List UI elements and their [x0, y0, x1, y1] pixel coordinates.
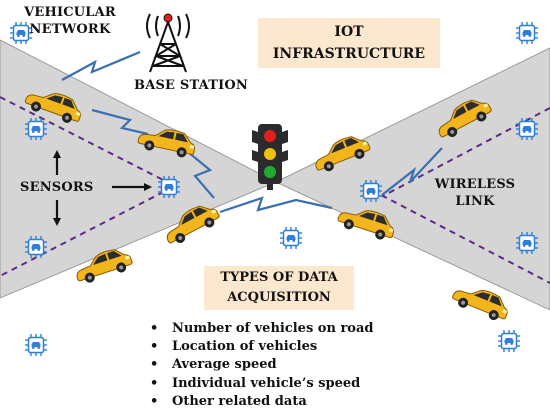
wireless-link-label: WIRELESS LINK [420, 176, 530, 210]
list-item: • Number of vehicles on road [150, 320, 373, 338]
list-item-text: Location of vehicles [172, 339, 318, 355]
sensor-chip-icon [279, 226, 303, 250]
iot-label-line2: INFRASTRUCTURE [272, 46, 426, 62]
list-item-text: Other related data [172, 393, 307, 409]
bullet-glyph: • [150, 321, 159, 336]
list-item: • Location of vehicles [150, 338, 373, 356]
sensor-chip-icon [497, 329, 521, 353]
data-items-list: • Number of vehicles on road • Location of… [150, 320, 373, 411]
list-item-text: Individual vehicle’s speed [172, 375, 361, 391]
bullet-glyph: • [150, 375, 159, 391]
wireless-bolt-icon [381, 147, 443, 196]
vehicular-network-label: VEHICULAR NETWORK [10, 4, 130, 38]
tower-icon [146, 13, 190, 73]
vehicular-network-line1: VEHICULAR [24, 5, 116, 20]
list-item: • Average speed [150, 356, 373, 374]
wireless-bolt-icon [219, 196, 333, 214]
right-sensor-boundary [380, 107, 550, 284]
wireless-bolt-icon [91, 108, 149, 136]
types-label-line2: ACQUISITION [227, 290, 331, 305]
iot-label-line1: IOT [334, 24, 364, 40]
iot-infrastructure-box: IOT INFRASTRUCTURE [258, 18, 440, 68]
list-item: • Individual vehicle’s speed [150, 375, 373, 393]
list-item-text: Number of vehicles on road [172, 321, 374, 336]
sensor-chip-icon [24, 333, 48, 357]
wireless-bolt-icon [187, 151, 215, 199]
traffic-light-icon [252, 124, 288, 190]
bullet-glyph: • [150, 357, 159, 373]
sensor-chip-icon [515, 21, 539, 45]
sensors-label: SENSORS [20, 180, 94, 195]
wireless-link-line1: WIRELESS [434, 177, 516, 192]
bullet-glyph: • [150, 393, 159, 409]
base-station-label: BASE STATION [134, 78, 248, 93]
wireless-bolt-icon [61, 50, 141, 81]
vehicular-network-line2: NETWORK [29, 22, 111, 37]
types-label-line1: TYPES OF DATA [220, 270, 338, 285]
types-of-data-box: TYPES OF DATA ACQUISITION [204, 266, 354, 310]
wireless-link-line2: LINK [455, 194, 495, 209]
list-item-text: Average speed [172, 357, 277, 373]
list-item: • Other related data [150, 393, 373, 411]
bullet-glyph: • [150, 339, 159, 355]
